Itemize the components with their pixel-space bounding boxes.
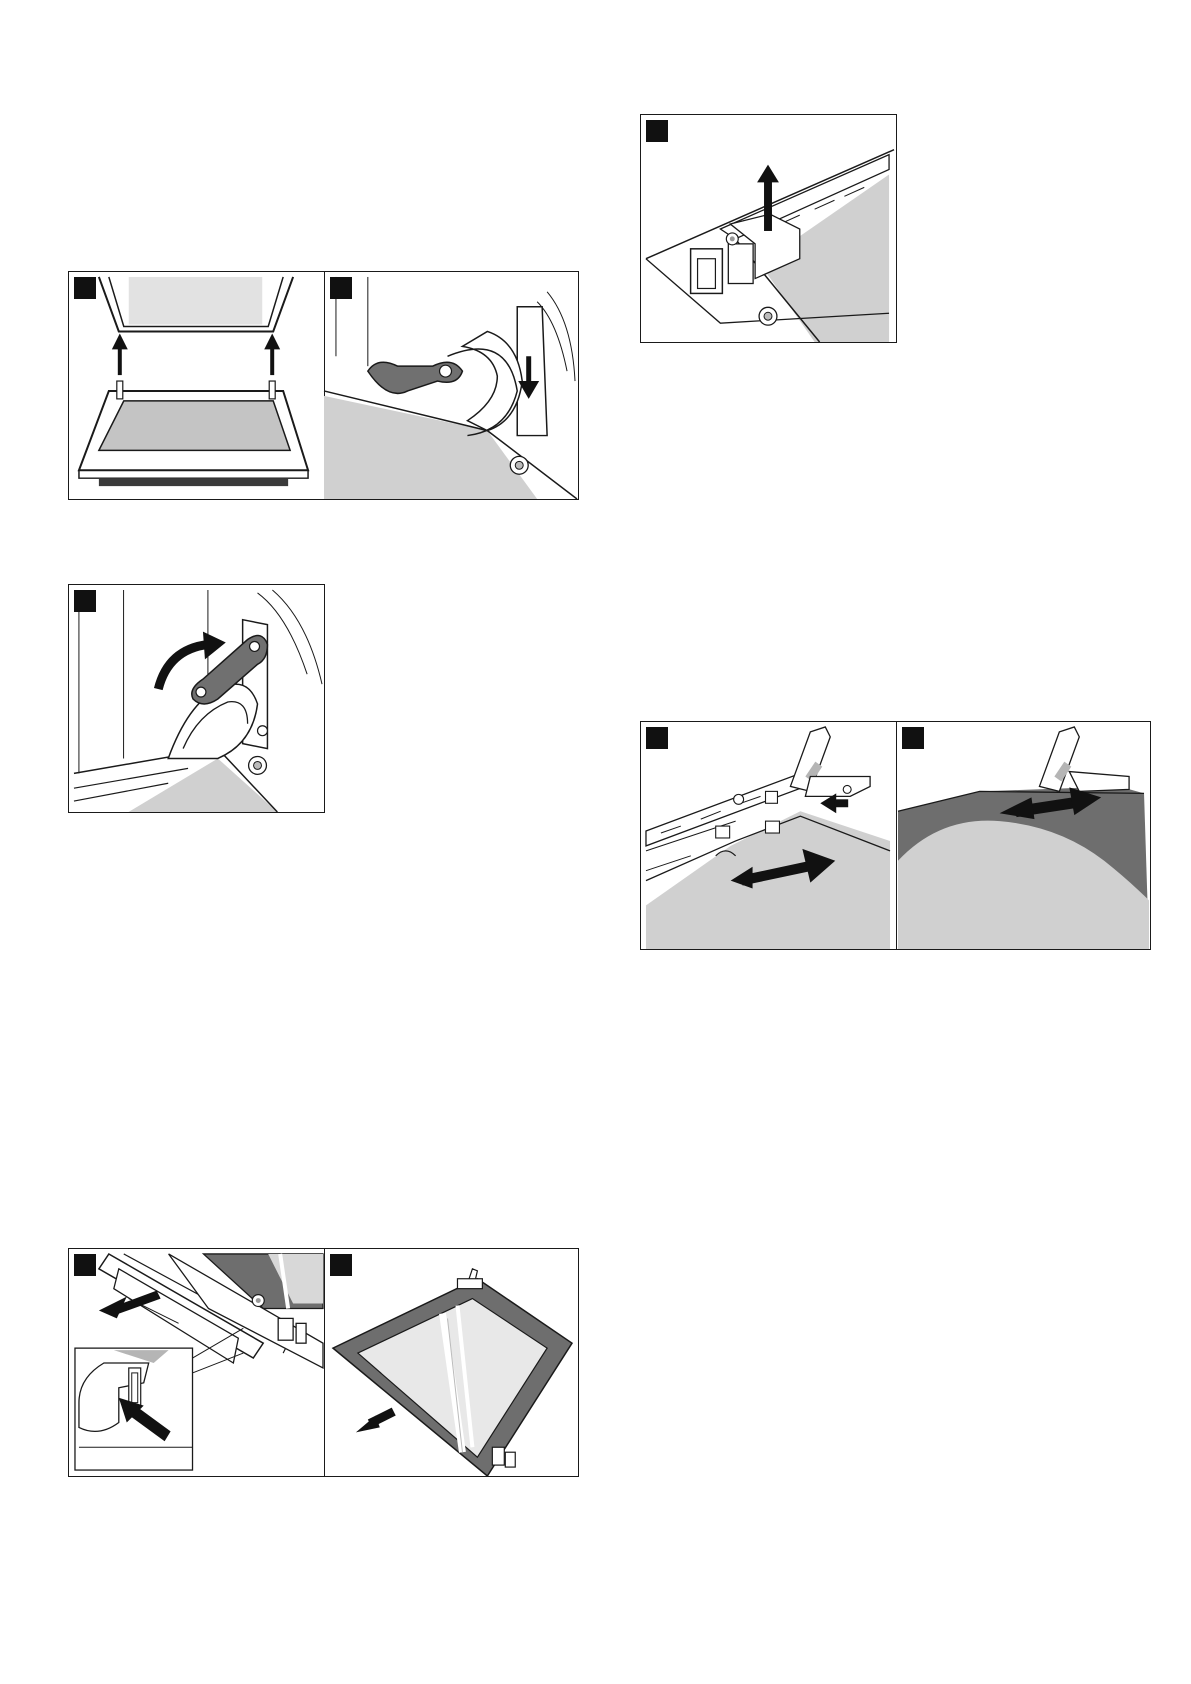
- pane-slide-illustration: [641, 722, 1150, 949]
- clip-lift-illustration: [641, 115, 896, 342]
- arrow-left-down-icon: [356, 1408, 396, 1433]
- step-marker: [74, 277, 96, 299]
- figure-clip-lift: [640, 114, 897, 343]
- hinge-lever-illustration: [69, 272, 578, 499]
- step-marker: [74, 1254, 96, 1276]
- step-marker: [646, 727, 668, 749]
- step-marker: [74, 590, 96, 612]
- figure-hinge-lock: [68, 271, 579, 500]
- figure-hinge-lever: [68, 584, 325, 813]
- figure-pane-slide: [640, 721, 1151, 950]
- step-marker: [330, 1254, 352, 1276]
- step-marker: [330, 277, 352, 299]
- figure-door-cover: [68, 1248, 579, 1477]
- glass-pane-illustration: [69, 1249, 578, 1476]
- step-marker: [646, 120, 668, 142]
- step-marker: [902, 727, 924, 749]
- hinge-lever-up-illustration: [69, 585, 324, 812]
